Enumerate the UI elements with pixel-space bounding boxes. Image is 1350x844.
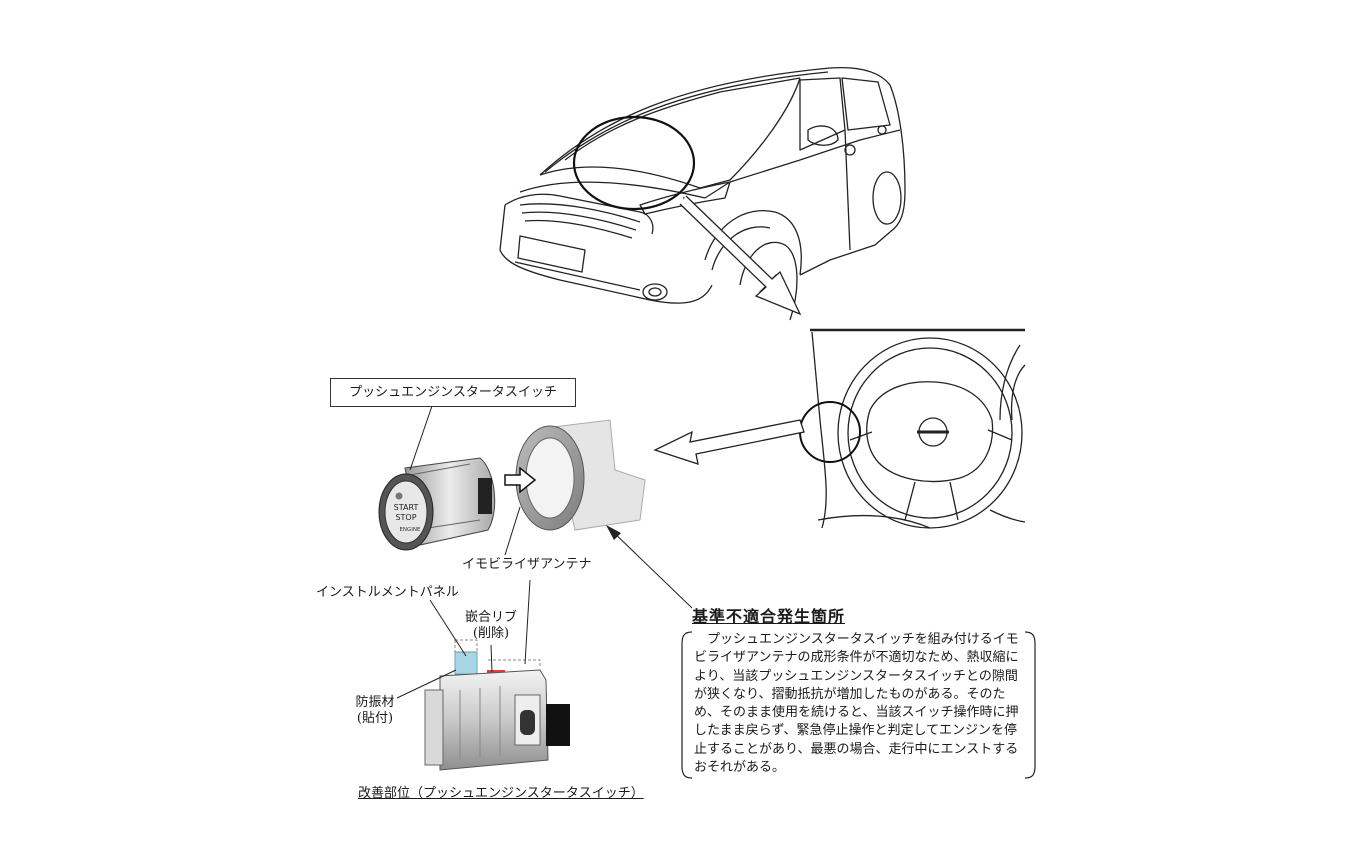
product-name-label: プッシュエンジンスタータスイッチ [330, 378, 576, 407]
button-text-engine: ENGINE [399, 527, 421, 533]
dashboard-illustration [810, 328, 1026, 529]
issue-pointer-arrowhead [606, 525, 621, 540]
car-illustration [499, 66, 906, 321]
button-text-start: START [394, 503, 419, 512]
damper-label-line2: (貼付) [356, 711, 394, 726]
dash-highlight-circle [799, 401, 861, 463]
leader-lines [396, 405, 693, 699]
damper-label: 防振材 (貼付) [350, 695, 400, 727]
button-text-stop: STOP [395, 513, 416, 522]
antenna-illustration [504, 419, 646, 531]
immobilizer-antenna-label: イモビライザアンテナ [462, 557, 592, 572]
improvement-illustration [424, 639, 570, 771]
dash-to-switch-arrow [653, 419, 805, 465]
issue-title: 基準不適合発生箇所 [692, 607, 846, 626]
push-switch-illustration: START STOP ENGINE [378, 457, 496, 551]
issue-description: プッシュエンジンスタータスイッチを組み付けるイモビライザアンテナの成形条件が不適… [694, 632, 1019, 776]
instrument-panel-label: インストルメントパネル [316, 585, 459, 600]
fitting-rib-label-line2: (削除) [472, 626, 510, 641]
fitting-rib-label-line1: 嵌合リブ [464, 610, 517, 625]
car-highlight-circle [572, 115, 696, 211]
improvement-caption: 改善部位（プッシュエンジンスタータスイッチ） [358, 786, 644, 801]
issue-brackets [681, 631, 1036, 779]
fitting-rib-label: 嵌合リブ (削除) [460, 610, 522, 642]
damper-label-line1: 防振材 [355, 695, 395, 710]
